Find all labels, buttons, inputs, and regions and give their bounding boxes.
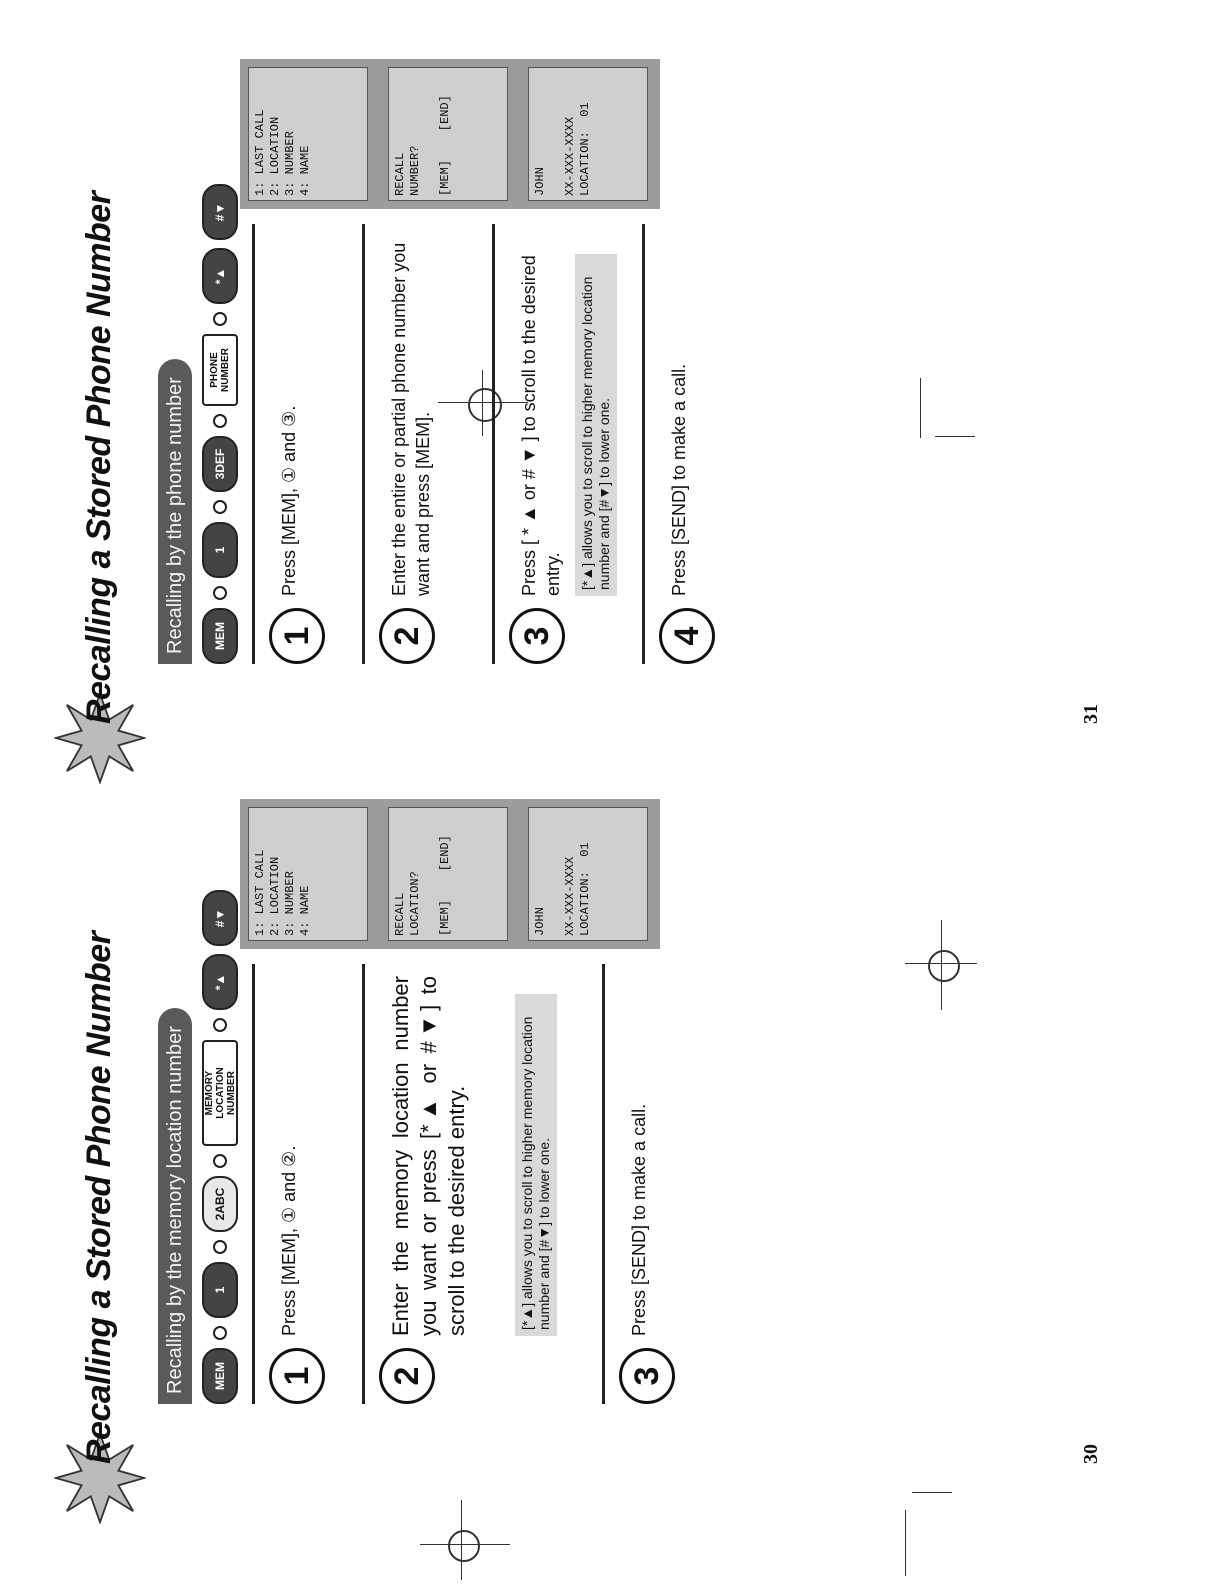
one-key-icon: 1 xyxy=(202,522,238,578)
starburst-icon xyxy=(54,1432,146,1524)
step-note: [*▲] allows you to scroll to higher memo… xyxy=(515,994,557,1336)
lcd-screen-result: JOHN XX-XXX-XXXX LOCATION: 01 xyxy=(528,67,648,201)
sequence-dot-icon xyxy=(213,1154,227,1168)
registration-line xyxy=(482,370,483,436)
step-text: Press [SEND] to make a call. xyxy=(669,363,689,596)
registration-mark-bottom xyxy=(448,1530,480,1562)
step-1: 1 Press [MEM], ① and ②. xyxy=(252,964,365,1404)
phone-number-key-icon: PHONE NUMBER xyxy=(202,334,238,406)
section-banner: Recalling by the memory location number xyxy=(158,1008,192,1404)
sequence-dot-icon xyxy=(213,414,227,428)
step-1: 1 Press [MEM], ① and ③. xyxy=(252,224,365,664)
registration-mark-top xyxy=(468,388,502,422)
step-number: 4 xyxy=(659,608,715,664)
hash-down-key-icon: #▼ xyxy=(202,184,238,240)
section-banner: Recalling by the phone number xyxy=(158,359,192,664)
registration-line xyxy=(420,1544,510,1545)
step-2: 2 Enter the memory location number you w… xyxy=(362,964,605,1404)
lcd-screen-menu: 1: LAST CALL 2: LOCATION 3: NUMBER 4: NA… xyxy=(248,67,368,201)
lcd-screen-recall: RECALL LOCATION? [MEM] [END] xyxy=(388,807,508,941)
rotated-spread: Recalling a Stored Phone Number Recallin… xyxy=(40,44,1140,1544)
crop-mark xyxy=(912,1492,952,1493)
page-30: Recalling a Stored Phone Number Recallin… xyxy=(40,799,1140,1524)
step-text: Enter the entire or partial phone number… xyxy=(389,242,433,596)
star-up-key-icon: *▲ xyxy=(202,248,238,304)
lcd-screen-menu: 1: LAST CALL 2: LOCATION 3: NUMBER 4: NA… xyxy=(248,807,368,941)
page-number: 31 xyxy=(1080,704,1102,724)
step-4: 4 Press [SEND] to make a call. xyxy=(642,224,755,664)
step-text: Press [ * ▲ or # ▼ ] to scroll to the de… xyxy=(519,255,563,596)
sequence-dot-icon xyxy=(213,586,227,600)
step-number: 2 xyxy=(379,608,435,664)
crop-mark xyxy=(905,1510,906,1576)
registration-mark-middle xyxy=(928,950,960,982)
page-title: Recalling a Stored Phone Number xyxy=(80,191,118,724)
step-3: 3 Press [ * ▲ or # ▼ ] to scroll to the … xyxy=(492,224,645,664)
lcd-screen-recall: RECALL NUMBER? [MEM] [END] xyxy=(388,67,508,201)
step-number: 3 xyxy=(509,608,565,664)
sequence-dot-icon xyxy=(213,312,227,326)
registration-line xyxy=(461,1500,462,1580)
hash-down-key-icon: #▼ xyxy=(202,890,238,946)
step-3: 3 Press [SEND] to make a call. xyxy=(602,964,715,1404)
two-abc-key-icon: 2ABC xyxy=(202,1176,238,1232)
sequence-dot-icon xyxy=(213,1326,227,1340)
step-number: 1 xyxy=(269,608,325,664)
step-number: 1 xyxy=(269,1348,325,1404)
mem-key-icon: MEM xyxy=(202,1348,238,1404)
registration-line xyxy=(941,920,942,1010)
page-number: 30 xyxy=(1080,1444,1102,1464)
crop-mark xyxy=(935,436,975,437)
step-text: Press [MEM], ① and ②. xyxy=(279,1145,299,1336)
step-number: 2 xyxy=(379,1348,435,1404)
lcd-column: 1: LAST CALL 2: LOCATION 3: NUMBER 4: NA… xyxy=(240,799,660,949)
lcd-column: 1: LAST CALL 2: LOCATION 3: NUMBER 4: NA… xyxy=(240,59,660,209)
crop-mark xyxy=(920,378,921,438)
key-sequence: MEM 1 3DEF PHONE NUMBER *▲ #▼ xyxy=(202,184,238,664)
starburst-icon xyxy=(54,692,146,784)
lcd-screen-result: JOHN XX-XXX-XXXX LOCATION: 01 xyxy=(528,807,648,941)
step-text: Press [MEM], ① and ③. xyxy=(279,405,299,596)
memory-location-number-key-icon: MEMORY LOCATION NUMBER xyxy=(202,1040,238,1146)
step-note: [*▲] allows you to scroll to higher memo… xyxy=(575,254,617,596)
sequence-dot-icon xyxy=(213,1240,227,1254)
sequence-dot-icon xyxy=(213,500,227,514)
mem-key-icon: MEM xyxy=(202,608,238,664)
registration-line xyxy=(438,402,528,403)
step-text: Press [SEND] to make a call. xyxy=(629,1103,649,1336)
page-31: Recalling a Stored Phone Number Recallin… xyxy=(40,59,1140,784)
one-key-icon: 1 xyxy=(202,1262,238,1318)
sequence-dot-icon xyxy=(213,1018,227,1032)
step-2: 2 Enter the entire or partial phone numb… xyxy=(362,224,495,664)
step-text: Enter the memory location number you wan… xyxy=(388,976,469,1336)
step-number: 3 xyxy=(619,1348,675,1404)
star-up-key-icon: *▲ xyxy=(202,954,238,1010)
three-def-key-icon: 3DEF xyxy=(202,436,238,492)
key-sequence: MEM 1 2ABC MEMORY LOCATION NUMBER *▲ #▼ xyxy=(202,890,238,1404)
page-title: Recalling a Stored Phone Number xyxy=(80,931,118,1464)
